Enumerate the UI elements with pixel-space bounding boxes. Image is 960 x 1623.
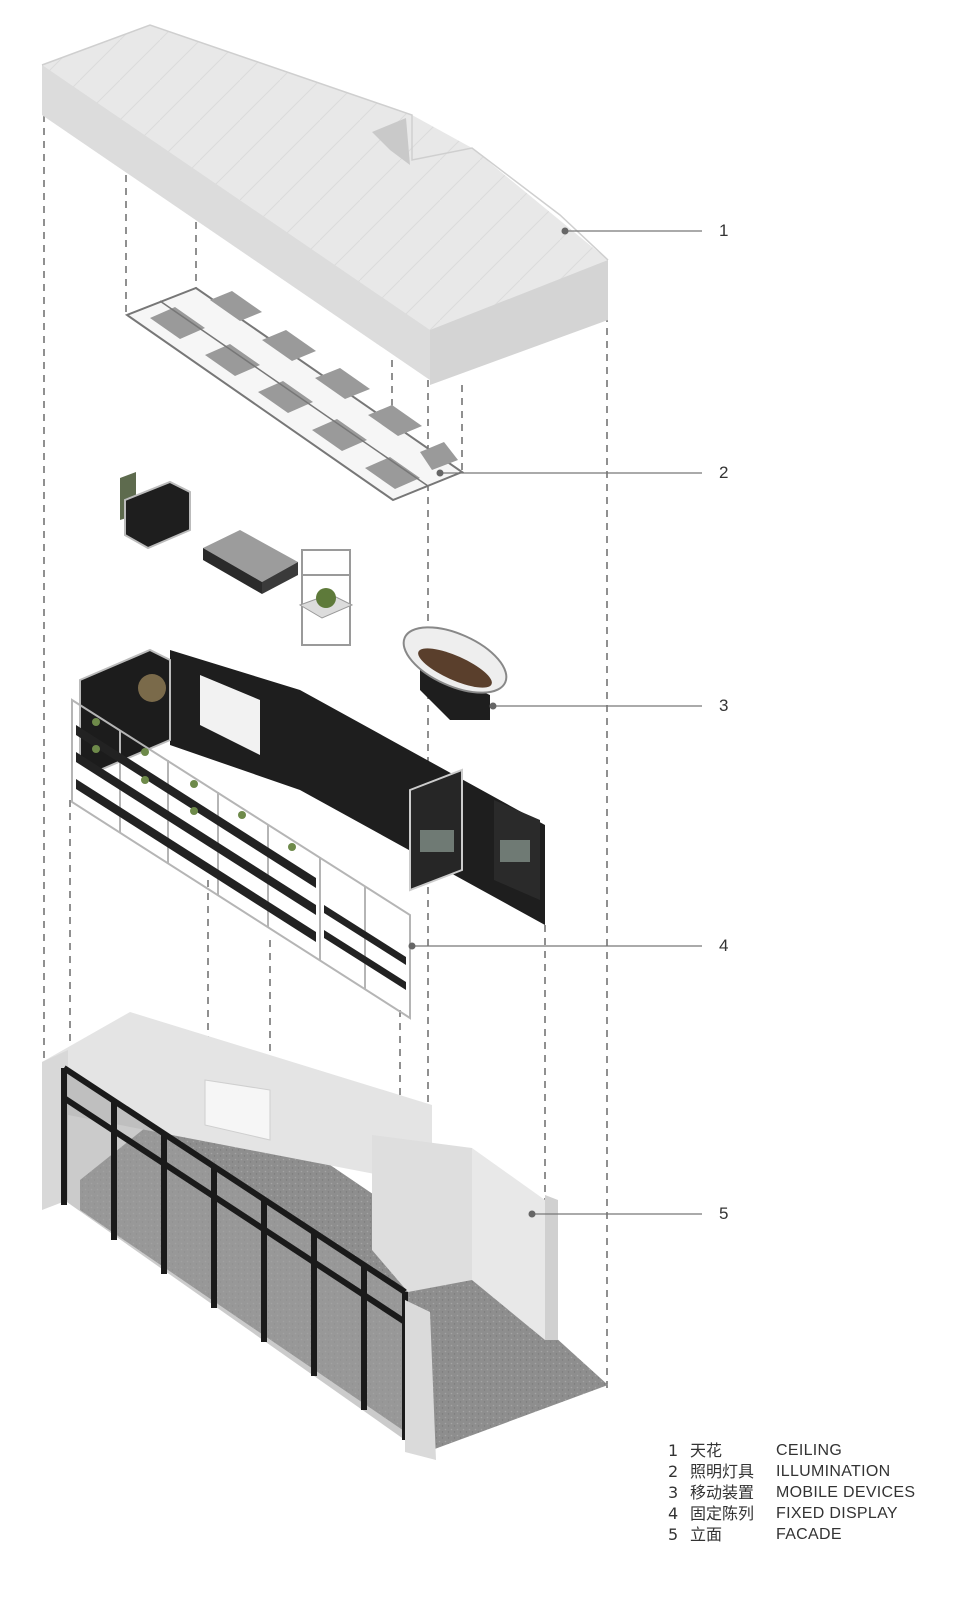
legend-item: 3 移动装置 MOBILE DEVICES [668, 1482, 948, 1503]
legend-english-label: MOBILE DEVICES [776, 1484, 916, 1501]
legend-item: 5 立面 FACADE [668, 1524, 948, 1545]
mobile-devices [120, 472, 508, 720]
legend-number: 2 [668, 1462, 679, 1481]
ceiling-slab [41, 24, 609, 385]
legend-chinese-label: 照明灯具 [690, 1462, 755, 1481]
legend-number: 4 [668, 1504, 679, 1523]
legend-chinese-label: 天花 [690, 1441, 723, 1460]
legend-chinese-label: 立面 [690, 1525, 723, 1544]
callout-5-number: 5 [719, 1204, 729, 1223]
legend-english-label: FACADE [776, 1526, 842, 1543]
legend-english-label: CEILING [776, 1442, 843, 1459]
legend-number: 3 [668, 1483, 679, 1502]
legend-number: 1 [668, 1441, 679, 1460]
callout-1-number: 1 [719, 221, 729, 240]
callout-2-number: 2 [719, 463, 729, 482]
legend-number: 5 [668, 1525, 679, 1544]
facade [42, 1012, 608, 1460]
fixed-display [71, 648, 545, 1020]
callout-dots [408, 227, 569, 1218]
legend-english-label: FIXED DISPLAY [776, 1505, 898, 1522]
callout-leaders [412, 230, 702, 1215]
legend-chinese-label: 固定陈列 [690, 1504, 755, 1523]
legend: 1 天花 CEILING 2 照明灯具 ILLUMINATION 3 移动装置 … [668, 1440, 948, 1545]
callout-3-number: 3 [719, 696, 729, 715]
illumination-grid [124, 286, 465, 502]
legend-english-label: ILLUMINATION [776, 1463, 891, 1480]
legend-item: 2 照明灯具 ILLUMINATION [668, 1461, 948, 1482]
legend-chinese-label: 移动装置 [690, 1483, 755, 1502]
callout-4-number: 4 [719, 936, 729, 955]
legend-item: 4 固定陈列 FIXED DISPLAY [668, 1503, 948, 1524]
legend-item: 1 天花 CEILING [668, 1440, 948, 1461]
